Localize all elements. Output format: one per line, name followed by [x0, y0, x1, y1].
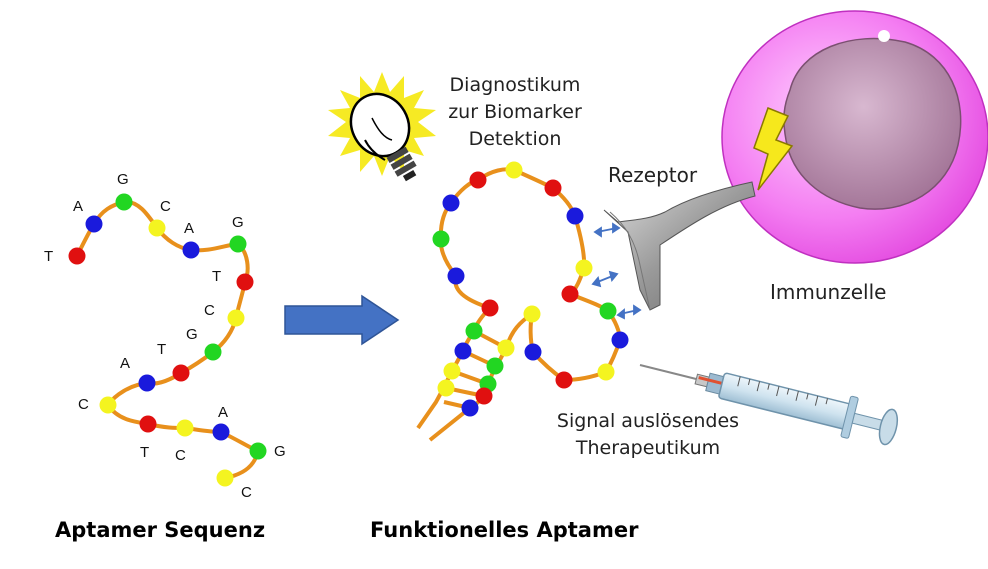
nucleotide-G: [432, 230, 450, 248]
linear-aptamer-nucleotides: [68, 193, 267, 487]
immune-cell-label: Immunzelle: [770, 280, 887, 304]
diagnostics-label: Diagnostikum zur Biomarker Detektion: [430, 72, 600, 153]
nucleotide-C: [505, 161, 523, 179]
nucleotide-T: [68, 247, 86, 265]
diagnostics-line-2: zur Biomarker: [448, 101, 582, 123]
nucleotide-G: [465, 322, 483, 340]
process-arrow: [284, 294, 400, 346]
nucleotide-C: [437, 379, 455, 397]
nucleotide-G: [229, 235, 247, 253]
nucleotide-T: [555, 371, 573, 389]
sequence-letter: G: [117, 171, 129, 188]
receptor-shape: [603, 181, 756, 311]
sequence-letter: C: [175, 447, 186, 464]
sequence-letter: G: [274, 443, 286, 460]
sequence-letter: C: [204, 302, 215, 319]
nucleotide-T: [481, 299, 499, 317]
nucleotide-A: [524, 343, 542, 361]
therapeutic-line-2: Therapeutikum: [575, 437, 721, 459]
receptor-label: Rezeptor: [608, 163, 698, 187]
sequence-letter: G: [232, 214, 244, 231]
nucleotide-G: [115, 193, 133, 211]
nucleotide-T: [139, 415, 157, 433]
nucleotide-T: [172, 364, 190, 382]
nucleotide-A: [454, 342, 472, 360]
nucleotide-C: [99, 396, 117, 414]
sequence-letter: C: [160, 198, 171, 215]
nucleotide-C: [176, 419, 194, 437]
therapeutic-line-1: Signal auslösendes: [556, 410, 740, 432]
nucleotide-C: [523, 305, 541, 323]
sequence-letter: T: [157, 341, 167, 358]
sequence-letter: C: [78, 396, 89, 413]
nucleotide-A: [461, 399, 479, 417]
diagnostics-line-1: Diagnostikum: [449, 74, 581, 96]
nucleotide-T: [475, 387, 493, 405]
aptamer-sequence-caption: Aptamer Sequenz: [55, 518, 266, 542]
cell-nucleus: [783, 37, 962, 210]
sequence-letter: A: [218, 404, 229, 421]
sequence-letter: C: [241, 484, 252, 501]
nucleotide-C: [575, 259, 593, 277]
nucleotide-A: [447, 267, 465, 285]
nucleotide-A: [138, 374, 156, 392]
lightbulb-icon: [328, 72, 436, 182]
sequence-letter: A: [73, 198, 84, 215]
nucleotide-T: [469, 171, 487, 189]
sequence-letter: T: [140, 444, 150, 461]
nucleotide-C: [227, 309, 245, 327]
nucleotide-C: [216, 469, 234, 487]
nucleotide-T: [544, 179, 562, 197]
nucleotide-C: [443, 362, 461, 380]
diagnostics-line-3: Detektion: [468, 128, 562, 150]
sequence-letter: T: [212, 268, 222, 285]
nucleotide-A: [442, 194, 460, 212]
nucleotide-C: [497, 339, 515, 357]
functional-aptamer-nucleotides: [432, 161, 629, 417]
immune-cell: [721, 10, 988, 264]
nucleotide-G: [599, 302, 617, 320]
nucleotide-T: [236, 273, 254, 291]
sequence-letter: T: [44, 248, 54, 265]
sequence-letter: A: [120, 355, 131, 372]
sequence-letter: G: [186, 326, 198, 343]
nucleotide-A: [182, 241, 200, 259]
nucleotide-G: [249, 442, 267, 460]
nucleotide-A: [611, 331, 629, 349]
syringe-icon: [639, 364, 899, 446]
nucleotide-G: [204, 343, 222, 361]
lightning-icon: [753, 107, 794, 191]
nucleotide-C: [597, 363, 615, 381]
nucleotide-A: [85, 215, 103, 233]
double-arrow-icon: [591, 222, 642, 320]
nucleotide-A: [212, 423, 230, 441]
nucleotide-C: [148, 219, 166, 237]
therapeutic-label: Signal auslösendes Therapeutikum: [548, 408, 748, 462]
sequence-letter: A: [184, 220, 195, 237]
nucleotide-G: [486, 357, 504, 375]
nucleotide-A: [566, 207, 584, 225]
functional-aptamer-caption: Funktionelles Aptamer: [370, 518, 639, 542]
nucleotide-T: [561, 285, 579, 303]
